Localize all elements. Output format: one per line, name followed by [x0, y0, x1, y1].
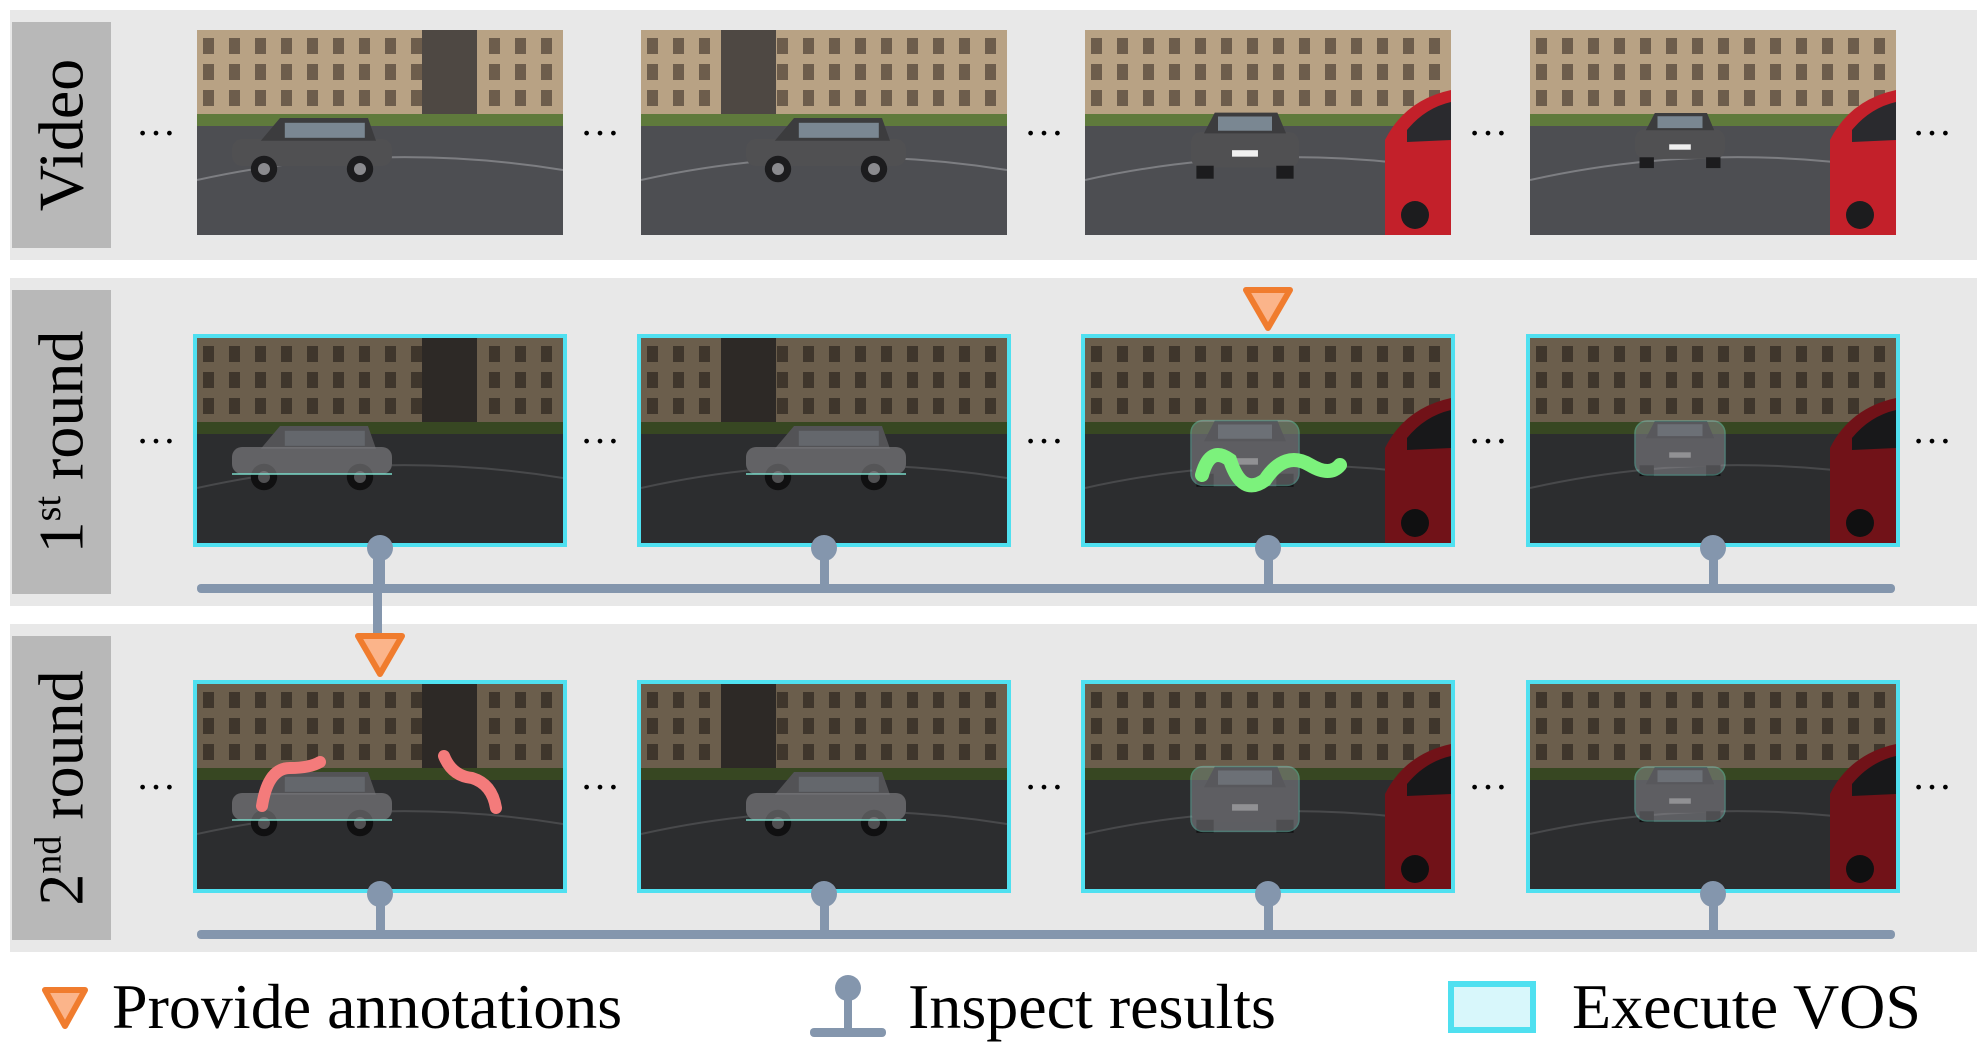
round2-label-sup: nd: [27, 835, 70, 874]
frame-r0-1: [641, 30, 1007, 235]
frame-r2-3: [1530, 684, 1896, 889]
vos-box-icon: [1448, 981, 1536, 1033]
round1-label-num: 1: [25, 521, 97, 554]
ellipsis-r2-2: …: [1024, 753, 1065, 798]
ellipsis-r2-4: …: [1912, 753, 1953, 798]
vos-border-r1-0: [193, 334, 567, 547]
vos-border-r2-2: [1081, 680, 1455, 893]
frame-r0-0: [197, 30, 563, 235]
positive-scribble-icon: [1195, 448, 1347, 493]
inspect-pin-icon-r1-3: [1700, 535, 1726, 561]
inspect-pin-icon-r1-1: [811, 535, 837, 561]
frame-r1-2: [1085, 338, 1451, 543]
video-row-label: Video: [12, 22, 111, 248]
frame-r2-0: [197, 684, 563, 889]
negative-scribble-right-icon: [438, 750, 502, 814]
vos-border-r2-3: [1526, 680, 1900, 893]
negative-scribble-left-icon: [256, 756, 326, 812]
inspect-pin-icon: [810, 975, 886, 1037]
legend-annotate-label: Provide annotations: [112, 971, 623, 1042]
annotation-triangle-icon-round1: [1241, 284, 1295, 339]
ellipsis-r1-2: …: [1024, 407, 1065, 452]
legend-inspect-label: Inspect results: [908, 971, 1276, 1042]
legend-vos: Execute VOS: [1448, 962, 1921, 1052]
ellipsis-r2-0: …: [136, 753, 177, 798]
inspect-stem-r1-1: [820, 548, 829, 588]
frame-r0-2: [1085, 30, 1451, 235]
round1-label-sup: st: [27, 495, 70, 522]
inspect-pin-icon-r2-2: [1255, 881, 1281, 907]
legend-inspect: Inspect results: [810, 962, 1276, 1052]
inspect-stem-r2-3: [1709, 894, 1718, 934]
ellipsis-r1-1: …: [580, 407, 621, 452]
inspect-pin-icon-r2-0: [367, 881, 393, 907]
annotation-triangle-icon: [42, 987, 88, 1029]
legend-vos-label: Execute VOS: [1572, 971, 1921, 1042]
inspect-stem-r2-0: [376, 894, 385, 934]
inspect-stem-r1-3: [1709, 548, 1718, 588]
inspect-stem-r2-1: [820, 894, 829, 934]
ellipsis-r1-3: …: [1468, 407, 1509, 452]
annotation-triangle-icon-round2: [353, 630, 407, 685]
round2-row-label: 2nd round: [12, 636, 111, 940]
frame-r2-2: [1085, 684, 1451, 889]
round1-label-word: round: [25, 330, 97, 496]
ellipsis-r1-0: …: [136, 407, 177, 452]
ellipsis-r0-0: …: [136, 99, 177, 144]
video-label-text: Video: [25, 58, 97, 212]
ellipsis-r2-3: …: [1468, 753, 1509, 798]
frame-r1-3: [1530, 338, 1896, 543]
round-connector: [373, 548, 382, 636]
inspect-stem-r1-2: [1264, 548, 1273, 588]
frame-r2-1: [641, 684, 1007, 889]
round2-label-num: 2: [25, 873, 97, 906]
inspect-stem-r2-2: [1264, 894, 1273, 934]
inspect-pin-icon-r1-2: [1255, 535, 1281, 561]
ellipsis-r1-4: …: [1912, 407, 1953, 452]
frame-r1-1: [641, 338, 1007, 543]
vos-border-r1-3: [1526, 334, 1900, 547]
ellipsis-r0-4: …: [1912, 99, 1953, 144]
round2-label-word: round: [25, 670, 97, 836]
ellipsis-r0-1: …: [580, 99, 621, 144]
vos-border-r2-1: [637, 680, 1011, 893]
legend-annotate: Provide annotations: [40, 962, 622, 1052]
timeline-r2: [197, 930, 1895, 939]
inspect-pin-icon-r2-1: [811, 881, 837, 907]
frame-r1-0: [197, 338, 563, 543]
round1-row-label: 1st round: [12, 290, 111, 594]
timeline-r1: [197, 584, 1895, 593]
inspect-pin-icon-r2-3: [1700, 881, 1726, 907]
ellipsis-r0-2: …: [1024, 99, 1065, 144]
ellipsis-r0-3: …: [1468, 99, 1509, 144]
frame-r0-3: [1530, 30, 1896, 235]
vos-border-r1-1: [637, 334, 1011, 547]
ellipsis-r2-1: …: [580, 753, 621, 798]
